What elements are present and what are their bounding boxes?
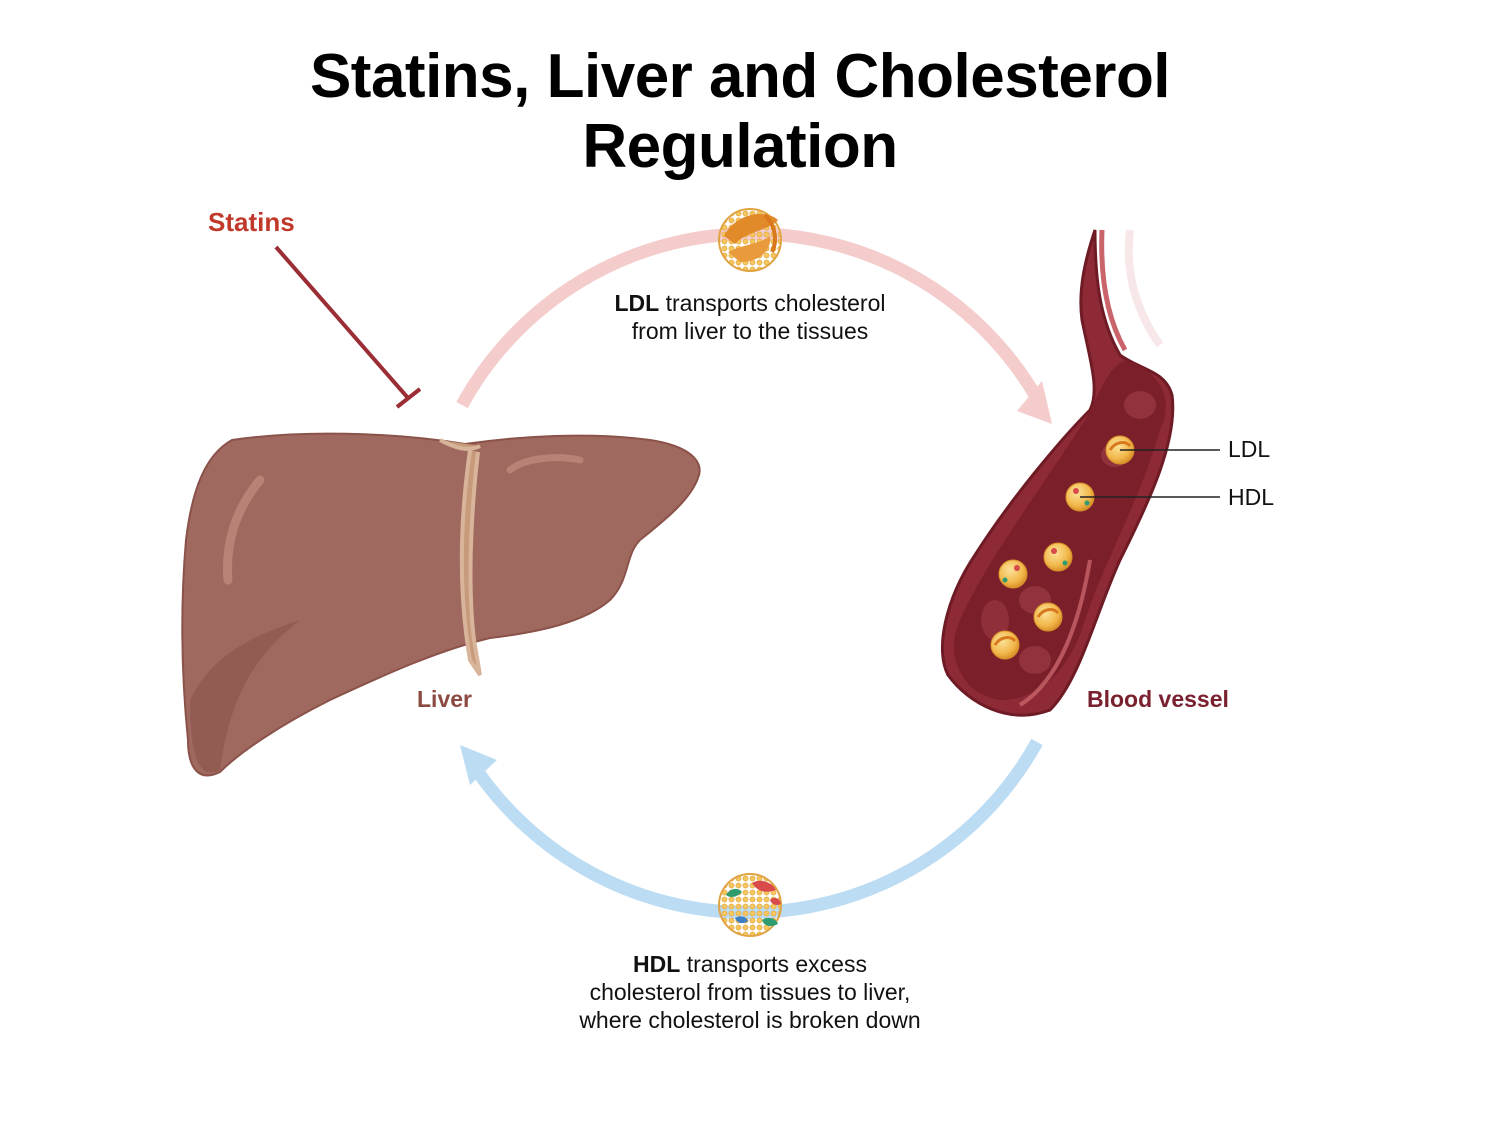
ldl-particle-icon xyxy=(718,208,782,272)
ldl-side-label: LDL xyxy=(1228,436,1271,462)
liver-icon xyxy=(181,432,701,777)
hdl-caption-bold: HDL xyxy=(633,951,681,977)
hdl-caption-line2: cholesterol from tissues to liver, xyxy=(589,979,911,1005)
diagram-title: Statins, Liver and Cholesterol Regulatio… xyxy=(0,42,1480,182)
statins-inhibition-line xyxy=(274,245,422,409)
hdl-particle-vessel-3 xyxy=(998,559,1028,589)
ldl-caption-bold: LDL xyxy=(614,290,660,316)
ldl-caption-line2: from liver to the tissues xyxy=(631,318,869,344)
ldl-particle-vessel-2 xyxy=(1033,602,1063,632)
liver-label: Liver xyxy=(417,686,472,712)
hdl-particle-vessel-2 xyxy=(1043,542,1073,572)
ldl-particle-vessel-3 xyxy=(990,630,1020,660)
blood-vessel-label: Blood vessel xyxy=(1087,686,1229,712)
ldl-caption-line1: transports cholesterol xyxy=(659,290,886,316)
hdl-side-label: HDL xyxy=(1228,484,1275,510)
title-line-2: Regulation xyxy=(582,112,898,181)
ldl-caption: LDL transports cholesterol from liver to… xyxy=(560,289,940,345)
hdl-caption-line3: where cholesterol is broken down xyxy=(579,1007,921,1033)
hdl-particle-icon xyxy=(718,873,782,937)
hdl-caption-line1: transports excess xyxy=(680,951,867,977)
title-line-1: Statins, Liver and Cholesterol xyxy=(309,42,1171,111)
blood-vessel-icon xyxy=(941,229,1175,717)
hdl-caption: HDL transports excess cholesterol from t… xyxy=(540,950,960,1034)
statins-label: Statins xyxy=(208,207,295,237)
